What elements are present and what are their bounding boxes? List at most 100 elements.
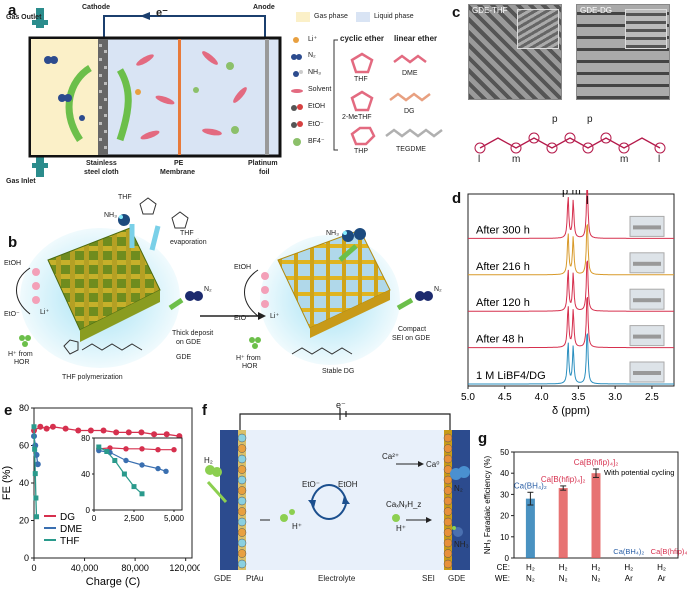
n2-label-left: N₂ [204,286,212,293]
ptau-particle [237,475,247,485]
cell-diagram [28,8,443,177]
sei-particle [443,444,453,453]
n2-label-right: N₂ [434,286,442,293]
vial-liquid [633,261,661,266]
bar [558,488,568,558]
data-point [31,424,37,430]
ptau-particle [237,496,247,506]
legend-label: DME [60,524,83,535]
ptau-particle [237,433,247,443]
ptau-particle [237,517,247,527]
data-point [34,461,41,468]
cyclic-2methf: 2-MeTHF [342,114,372,121]
data-point [87,427,94,434]
ptau-particle [237,507,247,516]
bar-label: Ca(BH₄)₂ [613,547,644,556]
species-solvent: Solvent [308,86,332,93]
etoh-label-f: EtOH [338,480,358,489]
steel-cloth-label: steel cloth [84,169,119,176]
x-tick-label: 80,000 [121,563,149,573]
we-value: N₂ [559,574,568,583]
species-eto: EtO⁻ [308,121,324,128]
mol-label-m1: m [512,154,521,165]
y-tick-label: 80 [19,403,29,413]
x-tick-label: 120,000 [169,563,200,573]
sei-particle [443,517,453,527]
panel-a-label: a [8,2,17,19]
y-axis-label: FE (%) [1,466,13,500]
linear-dg: DG [404,108,415,115]
we-value: N₂ [592,574,601,583]
inset-data-point [123,457,129,464]
inset-y-tick-label: 40 [81,470,90,479]
n2-label-f: N₂ [454,484,463,493]
panel-a: a [0,0,450,190]
nmr-series-label: After 216 h [476,261,530,273]
eto-label-right: EtO⁻ [234,315,250,322]
hplus-left-f: H⁺ [292,522,302,531]
x-tick-label: 3.0 [608,392,622,403]
dg-molecule [474,132,666,154]
inset-data-point [139,446,145,452]
sei-particle [443,433,453,443]
inset-data-point [131,484,137,490]
we-value: N₂ [526,574,535,583]
bar [591,473,601,558]
nmr-series-line [468,297,674,349]
inset-data-point [104,449,110,454]
peak-label-l: l [586,195,588,207]
etoh-label-left: EtOH [4,260,22,267]
vial-liquid [633,334,661,339]
inset-data-point [121,471,127,477]
sei-particle [443,528,453,537]
data-point [62,425,69,432]
panel-f-label: f [202,402,207,419]
inset-data-point [96,444,102,450]
vial-liquid [633,225,661,230]
x-tick-label: 0 [31,563,36,573]
sei-diagram [16,197,433,368]
cyclic-thf: THF [354,76,368,83]
hplus-label-left-2: HOR [14,359,30,366]
sei-particle [443,559,453,569]
inset-data-point [155,465,161,472]
sei-particle [443,538,453,548]
y-tick-label: 40 [500,469,509,478]
data-point [49,423,56,430]
thick-deposit-2: on GDE [176,339,201,346]
y-tick-label: 30 [500,490,509,499]
nmr-series-line [468,224,674,276]
annotation-text: With potential cycling [604,468,674,477]
bottom-gde-left: GDE [214,574,232,583]
ca2-label: Ca²⁺ [382,452,400,461]
bar-label: Ca(BH₄)₂ [514,481,547,490]
cathode-label: Cathode [82,4,110,11]
ce-value: H₂ [592,563,601,572]
sem-image-thf [468,4,562,100]
bar [525,498,535,558]
data-point [32,446,38,452]
eto-label-f: EtO⁻ [302,480,321,489]
sei-particle [443,486,453,495]
y-tick-label: 40 [19,478,29,488]
nmr-series-label: 1 M LiBF4/DG [476,370,546,382]
nh3-label-right: NH₃ [326,230,339,237]
data-point [151,431,158,438]
ce-value: H₂ [657,563,666,572]
platinum-label: Platinum [248,160,278,167]
x-tick-label: 2.5 [645,392,659,403]
compact-sei-1: Compact [398,326,427,333]
thf-evaporation-2: evaporation [170,239,207,246]
li-label-right: Li⁺ [270,313,280,320]
peak-label-p: p [562,190,568,197]
sei-particle [443,549,453,558]
hplus-label-left-1: H⁺ from [8,351,33,358]
data-point [37,423,44,430]
we-value: Ar [625,574,633,583]
y-tick-label: 20 [19,516,29,526]
data-point [113,429,120,436]
vial-liquid [633,298,661,303]
data-point [125,429,132,436]
sei-particle [443,465,453,474]
